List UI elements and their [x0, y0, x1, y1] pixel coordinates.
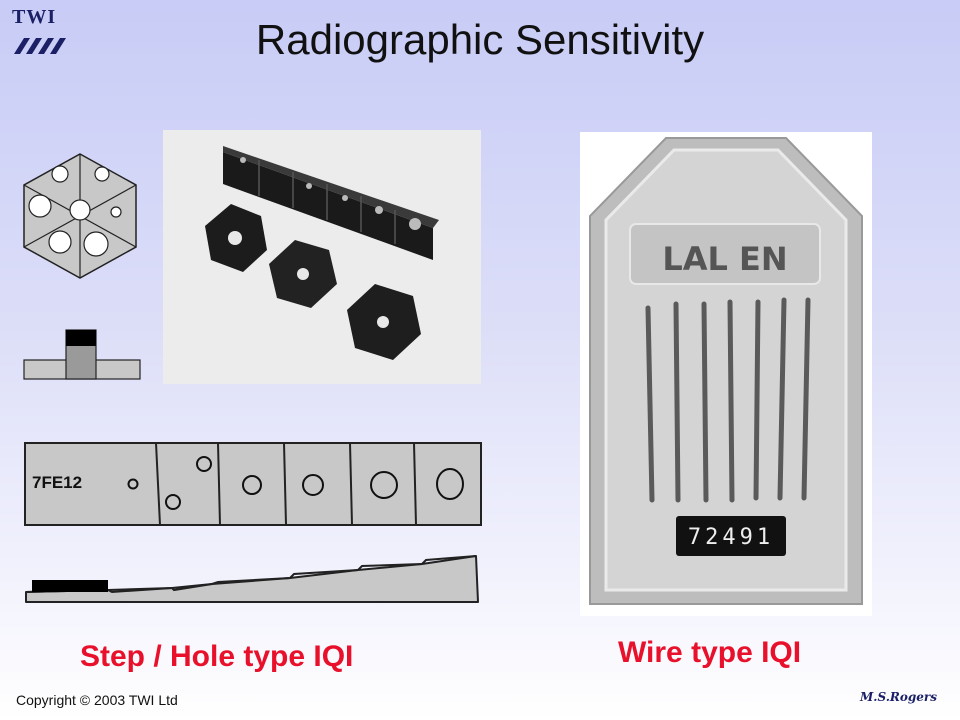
hex-disc-photo	[347, 284, 421, 360]
copyright-text: Copyright © 2003 TWI Ltd	[16, 692, 178, 708]
hex-disc-photo	[269, 240, 337, 308]
hex-disc-photo	[205, 204, 267, 272]
wire-iqi-number: 72491	[688, 525, 774, 550]
twi-logo	[10, 8, 70, 60]
iqi-wires	[645, 297, 811, 503]
wire-caption: Wire type IQI	[618, 636, 802, 669]
twi-logo-stripes-icon	[14, 38, 66, 54]
step-hole-strip-diagram: 7FE12	[24, 442, 482, 526]
step-profile-diagram	[25, 555, 479, 603]
step-strip-label: 7FE12	[32, 473, 82, 492]
hexagon-iqi-diagram	[23, 153, 137, 279]
step-bar-photo	[223, 146, 439, 260]
wire-iqi-letters: LAL EN	[662, 240, 787, 278]
wire-iqi-number-plate	[676, 516, 786, 556]
step-hole-iqi-photo	[163, 130, 481, 384]
author-signature: M.S.Rogers	[860, 690, 937, 704]
wire-iqi-photo: LAL EN 72491	[580, 132, 872, 616]
step-hole-caption: Step / Hole type IQI	[80, 640, 354, 673]
step-cross-section-diagram	[23, 329, 141, 380]
slide-title: Radiographic Sensitivity	[255, 16, 705, 63]
twi-logo-text: TWI	[12, 6, 57, 28]
